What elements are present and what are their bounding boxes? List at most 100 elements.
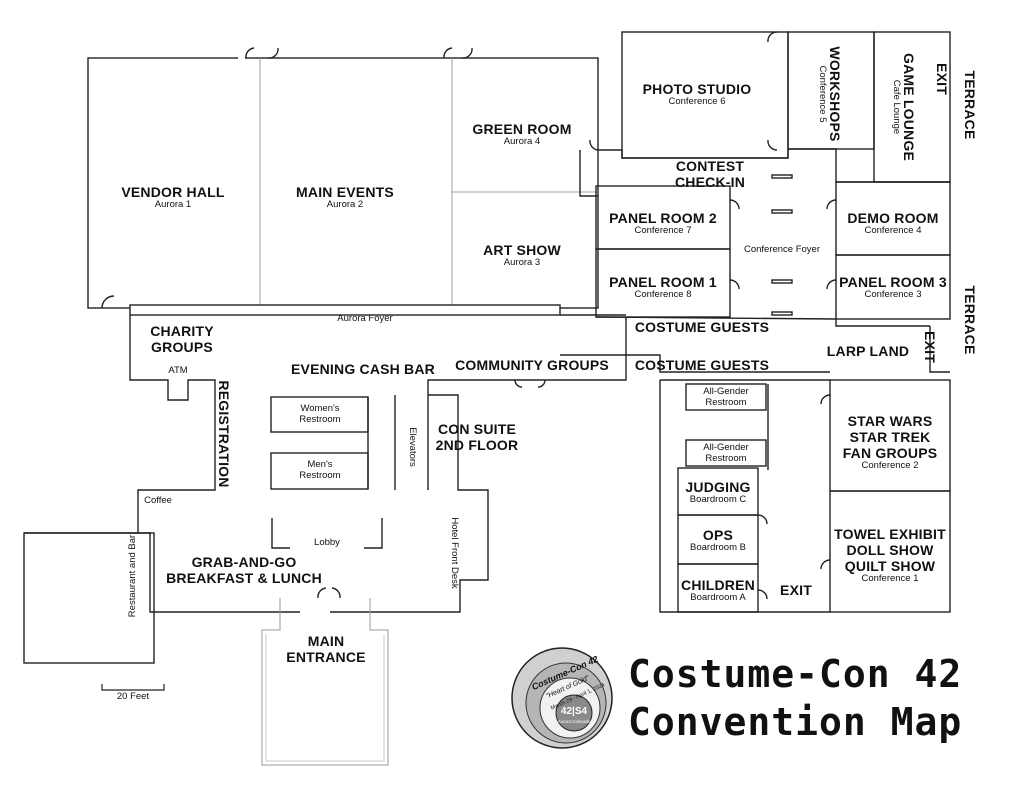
- map-title-line-1: Costume-Con 42: [628, 652, 963, 696]
- restaurant-wall: [23, 532, 155, 664]
- area-costume-guests-upper: COSTUME GUESTS: [634, 319, 770, 335]
- exit-top: EXIT: [934, 63, 950, 95]
- room-children: CHILDREN Boardroom A: [678, 577, 758, 604]
- area-con-suite: CON SUITE 2ND FLOOR: [432, 421, 522, 453]
- room-star-wars: STAR WARS STAR TREK FAN GROUPS Conferenc…: [832, 413, 948, 472]
- scale-label: 20 Feet: [116, 691, 150, 702]
- area-line: GROUPS: [151, 339, 213, 356]
- room-sub: Boardroom C: [689, 494, 747, 506]
- room-name-line: FAN GROUPS: [842, 445, 938, 462]
- atm-label: ATM: [168, 365, 188, 376]
- room-panel-room-3: PANEL ROOM 3 Conference 3: [836, 274, 950, 301]
- room-panel-room-1: PANEL ROOM 1 Conference 8: [598, 274, 728, 301]
- area-costume-guests-lower: COSTUME GUESTS: [634, 357, 770, 373]
- room-photo-studio: PHOTO STUDIO Conference 6: [632, 81, 762, 108]
- area-line: MAIN: [307, 633, 345, 649]
- area-line: All-Gender: [703, 442, 749, 453]
- room-judging: JUDGING Boardroom C: [678, 479, 758, 506]
- room-art-show: ART SHOW Aurora 3: [462, 242, 582, 269]
- area-evening-cash-bar: EVENING CASH BAR: [291, 361, 435, 377]
- room-sub: Conference 5: [816, 65, 828, 123]
- room-sub: Aurora 2: [326, 199, 364, 211]
- area-line: ENTRANCE: [286, 649, 366, 666]
- room-sub: Conference 1: [861, 573, 919, 585]
- room-workshops: WORKSHOPS Conference 5: [810, 39, 843, 149]
- area-contest-checkin: CONTEST CHECK-IN: [660, 158, 760, 190]
- room-panel-room-2: PANEL ROOM 2 Conference 7: [598, 210, 728, 237]
- area-aurora-foyer: Aurora Foyer: [337, 313, 393, 324]
- room-sub: Conference 3: [864, 289, 922, 301]
- area-registration: REGISTRATION: [216, 380, 232, 488]
- area-line: Restroom: [705, 396, 747, 408]
- room-name: DEMO ROOM: [847, 210, 939, 226]
- area-conference-foyer: Conference Foyer: [743, 244, 821, 255]
- room-name-line: STAR WARS: [847, 413, 933, 429]
- room-main-events: MAIN EVENTS Aurora 2: [280, 184, 410, 211]
- all-gender-restroom-2: All-Gender Restroom: [688, 442, 764, 465]
- towel-room-wall: [829, 490, 951, 613]
- map-title-line-2: Convention Map: [628, 700, 963, 744]
- room-name: GREEN ROOM: [472, 121, 572, 137]
- area-line: Women's: [300, 403, 340, 414]
- room-ops: OPS Boardroom B: [678, 527, 758, 554]
- elevators-label: Elevators: [407, 427, 418, 467]
- room-sub: Aurora 4: [503, 136, 541, 148]
- room-demo-room: DEMO ROOM Conference 4: [838, 210, 948, 237]
- area-line: Men's: [307, 459, 333, 470]
- room-name-line: DOLL SHOW: [846, 542, 934, 559]
- aurora-partition-wall: [129, 304, 561, 316]
- logo-badge: 42|S4: [560, 706, 588, 717]
- exit-mid: EXIT: [922, 331, 938, 363]
- room-name: MAIN EVENTS: [296, 184, 394, 200]
- room-name: VENDOR HALL: [121, 184, 225, 200]
- room-game-lounge: GAME LOUNGE Cafe Lounge: [884, 52, 917, 162]
- room-sub: Boardroom A: [690, 592, 746, 604]
- room-name-line: QUILT SHOW: [844, 558, 936, 575]
- room-sub: Conference 8: [634, 289, 692, 301]
- room-name: GAME LOUNGE: [901, 53, 917, 161]
- area-community-groups: COMMUNITY GROUPS: [455, 357, 609, 373]
- area-line: CONTEST: [675, 158, 745, 174]
- area-grab-and-go: GRAB-AND-GO BREAKFAST & LUNCH: [156, 554, 332, 586]
- area-line: CON SUITE: [437, 421, 517, 437]
- area-charity-groups: CHARITY GROUPS: [142, 323, 222, 355]
- room-name: PHOTO STUDIO: [642, 81, 752, 97]
- con-logo: [511, 647, 613, 749]
- room-green-room: GREEN ROOM Aurora 4: [462, 121, 582, 148]
- room-name: PANEL ROOM 3: [839, 274, 947, 290]
- area-line: CHARITY: [150, 323, 214, 339]
- room-name: PANEL ROOM 2: [609, 210, 717, 226]
- area-line: All-Gender: [703, 386, 749, 397]
- coffee-label: Coffee: [144, 495, 172, 506]
- room-sub: Boardroom B: [690, 542, 746, 554]
- area-larp-land: LARP LAND: [826, 343, 910, 359]
- terrace-mid: TERRACE: [962, 285, 978, 355]
- restaurant-label: Restaurant and Bar: [127, 534, 138, 618]
- area-line: 2ND FLOOR: [435, 437, 519, 454]
- room-name: OPS: [702, 527, 734, 543]
- room-sub: Conference 2: [861, 460, 919, 472]
- children-wall: [677, 563, 759, 613]
- room-vendor-hall: VENDOR HALL Aurora 1: [108, 184, 238, 211]
- area-line: Restroom: [299, 413, 341, 425]
- panel-room-3-wall: [835, 254, 951, 320]
- area-line: Restroom: [299, 469, 341, 481]
- room-sub: Conference 6: [668, 96, 726, 108]
- aurora-block: [87, 57, 599, 309]
- terrace-top: TERRACE: [962, 70, 978, 140]
- womens-restroom: Women's Restroom: [276, 403, 364, 426]
- room-name: ART SHOW: [483, 242, 561, 258]
- room-sub: Conference 4: [864, 225, 922, 237]
- room-name: PANEL ROOM 1: [609, 274, 717, 290]
- room-sub: Aurora 1: [154, 199, 192, 211]
- room-towel-exhibit: TOWEL EXHIBIT DOLL SHOW QUILT SHOW Confe…: [832, 526, 948, 585]
- area-line: BREAKFAST & LUNCH: [166, 570, 322, 587]
- area-line: CHECK-IN: [674, 174, 746, 191]
- exit-bottom: EXIT: [780, 582, 812, 598]
- room-name-line: STAR TREK: [849, 429, 931, 446]
- room-sub: Cafe Lounge: [890, 79, 902, 135]
- hotel-front-desk-label: Hotel Front Desk: [449, 517, 460, 589]
- room-sub: Aurora 3: [503, 257, 541, 269]
- room-name: CHILDREN: [681, 577, 755, 593]
